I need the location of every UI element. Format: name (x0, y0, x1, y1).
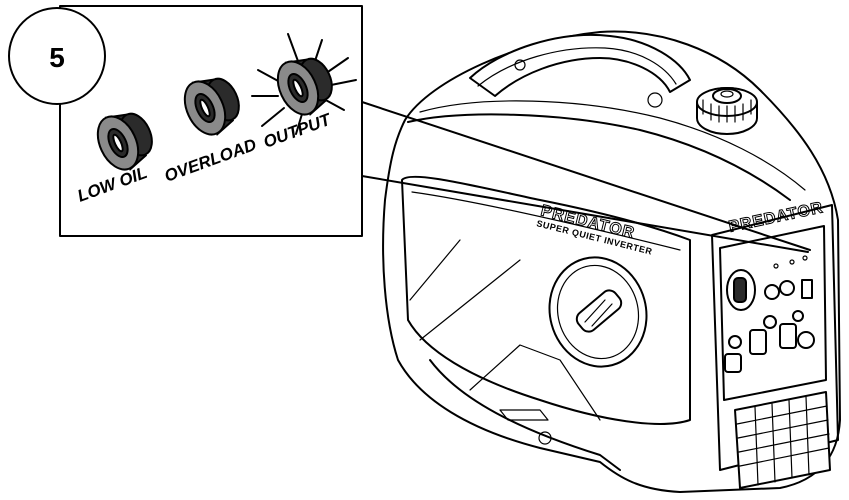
fuel-cap (696, 87, 758, 135)
side-panel (401, 175, 691, 425)
carry-handle (469, 34, 691, 97)
exhaust-grille (734, 391, 831, 489)
control-panel (719, 225, 827, 401)
recoil-starter (548, 256, 648, 368)
front-face (711, 204, 839, 471)
step-circle (8, 7, 106, 105)
top-shell-edge (407, 113, 791, 201)
callout-leader-top (355, 99, 811, 251)
step-number: 5 (49, 42, 65, 73)
callout-box: 5 LOW OIL OVERLOAD (8, 5, 363, 237)
panel-controls (724, 255, 815, 373)
callout-leader-bottom (361, 175, 809, 253)
bottom-skirt (429, 359, 621, 471)
generator-illustration: PREDATOR PREDATOR SUPER QUIET INVERTER (382, 30, 841, 493)
